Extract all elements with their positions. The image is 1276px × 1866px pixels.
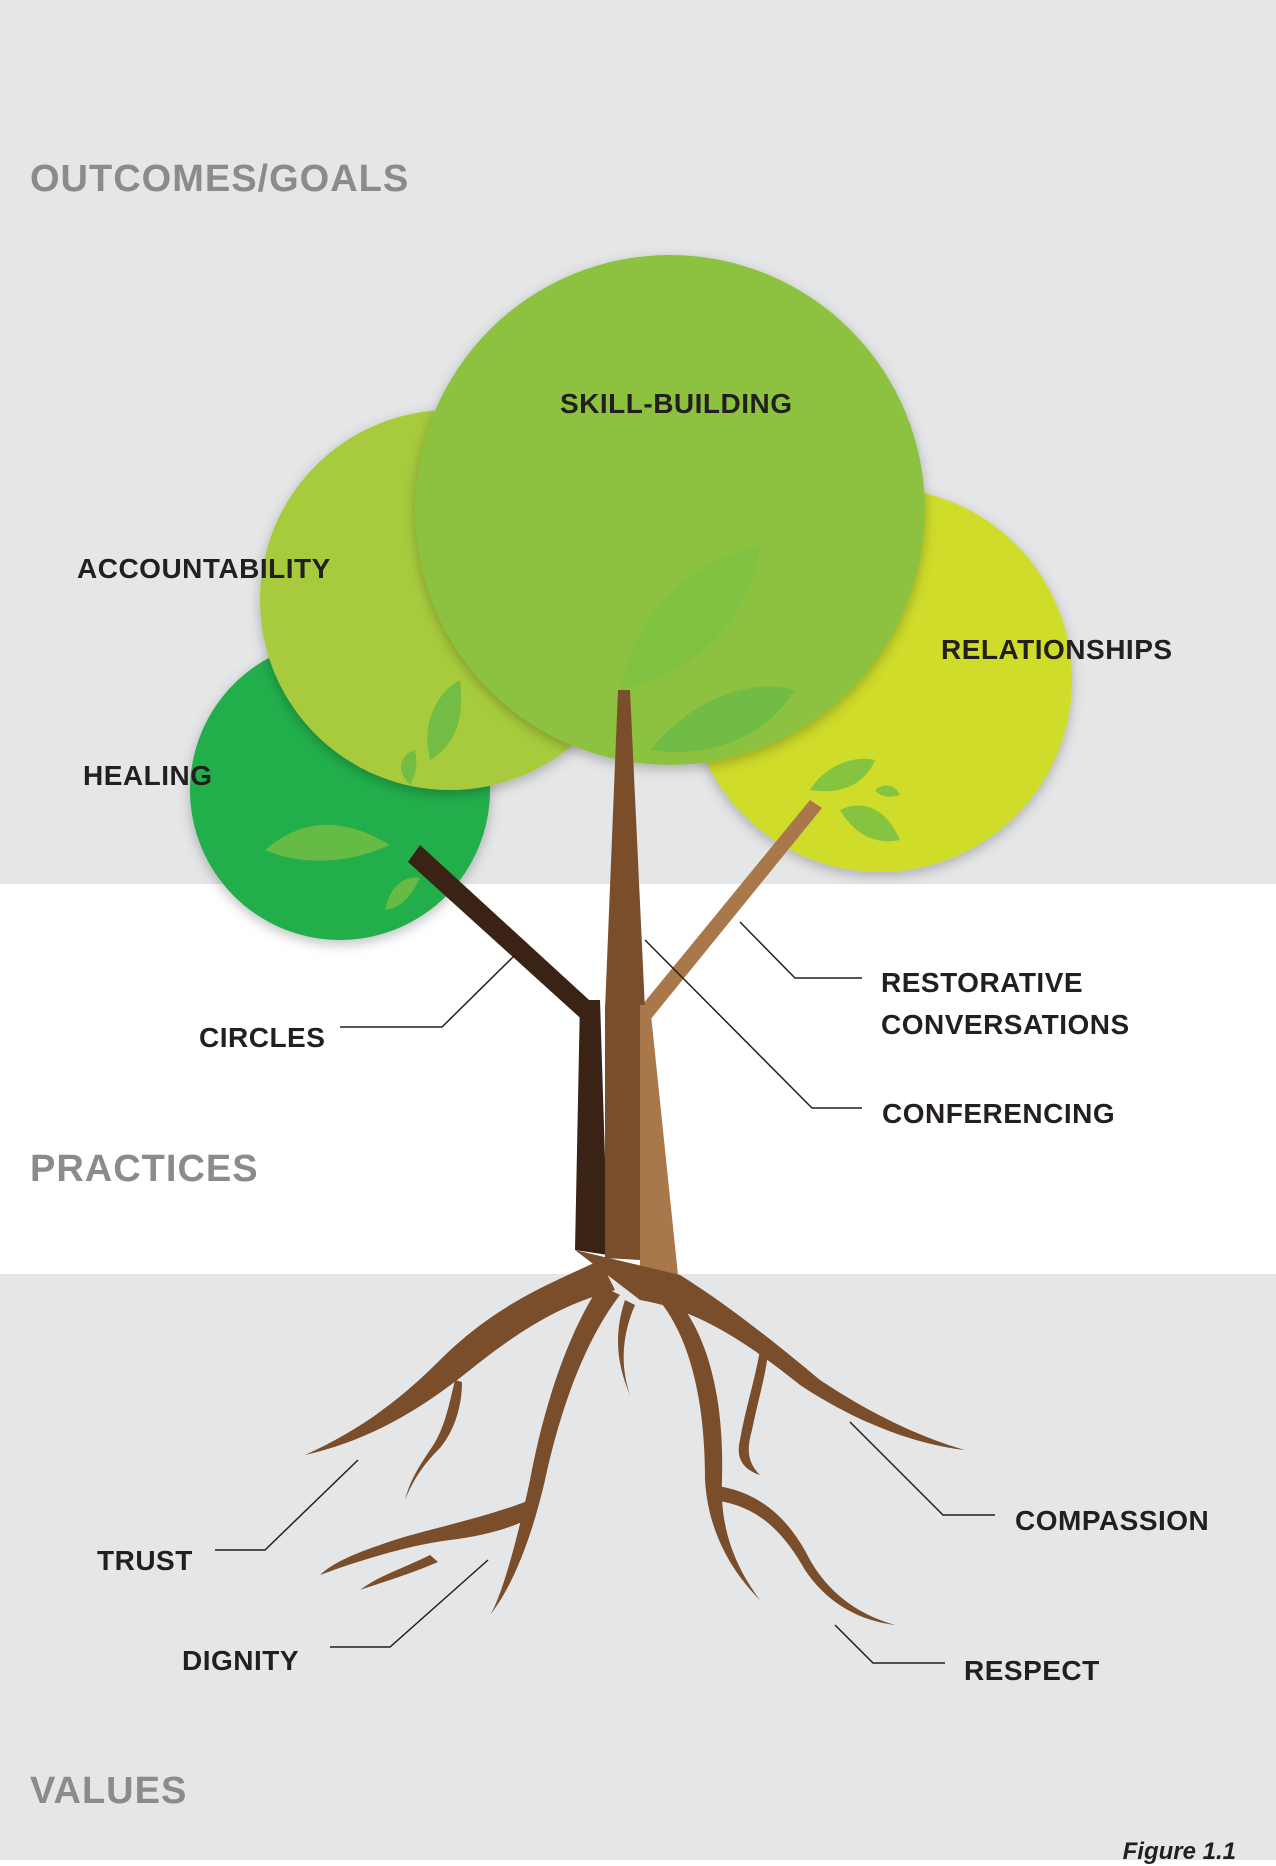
restorative-leader <box>739 921 862 979</box>
relationships-label: RELATIONSHIPS <box>941 634 1173 665</box>
practices-section-label: PRACTICES <box>30 1148 259 1190</box>
dignity-leader <box>330 1559 489 1648</box>
healing-label: HEALING <box>83 760 213 791</box>
compassion-leader <box>849 1421 995 1516</box>
tree-trunk <box>408 690 822 1275</box>
values-band <box>0 1274 1276 1860</box>
compassion-label: COMPASSION <box>1015 1505 1210 1536</box>
figure-caption: Figure 1.1 <box>1122 1838 1236 1865</box>
tree-roots <box>305 1250 965 1625</box>
outcomes-section-label: OUTCOMES/GOALS <box>30 158 410 200</box>
respect-leader <box>834 1624 945 1664</box>
restorative-conversations-line-2: CONVERSATIONS <box>881 1009 1130 1040</box>
conferencing-leader <box>644 939 862 1109</box>
leaf-icons <box>265 545 900 910</box>
restorative-conversations-label: RESTORATIVE CONVERSATIONS <box>881 962 1130 1046</box>
leader-lines <box>215 921 995 1664</box>
circles-label: CIRCLES <box>199 1022 326 1053</box>
trust-label: TRUST <box>97 1545 193 1576</box>
dignity-label: DIGNITY <box>182 1645 300 1676</box>
skill-building-circle <box>415 255 925 765</box>
trust-leader <box>215 1459 359 1551</box>
accountability-label: ACCOUNTABILITY <box>77 553 331 584</box>
skill-building-label: SKILL-BUILDING <box>560 388 793 419</box>
conferencing-label: CONFERENCING <box>882 1098 1116 1129</box>
circles-leader <box>340 954 516 1028</box>
restorative-conversations-line-1: RESTORATIVE <box>881 967 1084 998</box>
values-section-label: VALUES <box>30 1770 188 1812</box>
respect-label: RESPECT <box>964 1655 1100 1686</box>
